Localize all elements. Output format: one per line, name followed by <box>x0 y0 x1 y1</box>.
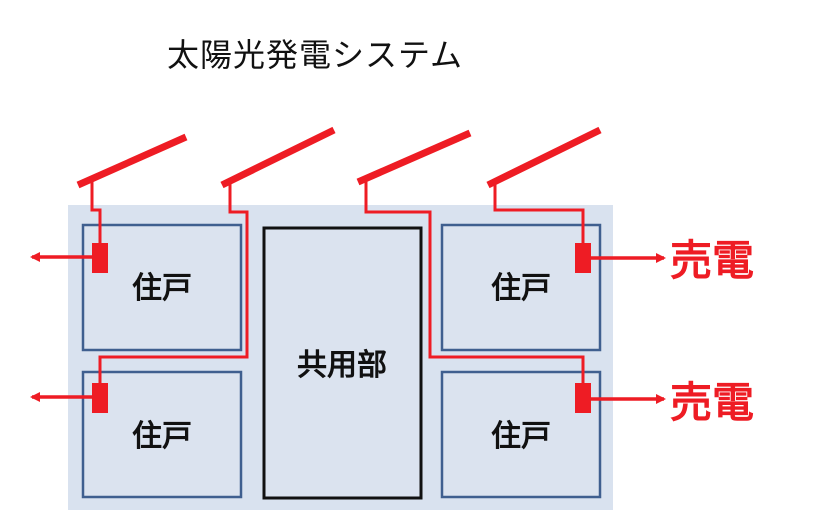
wiring <box>90 180 585 388</box>
meter-top-right <box>575 243 591 273</box>
unit-bottom-left <box>81 370 243 499</box>
wire-panel4-to-top-right <box>493 182 585 248</box>
common-area <box>262 226 423 500</box>
solar-panel-3 <box>356 129 472 186</box>
meter-bottom-right <box>575 383 591 413</box>
solar-panel-4 <box>486 126 602 189</box>
sell-label-upper: 売電 <box>670 236 754 285</box>
unit-top-right-label: 住戸 <box>491 271 551 306</box>
wire-panel3-to-bottom-right <box>364 180 585 388</box>
unit-bottom-right-label: 住戸 <box>491 419 551 454</box>
arrows <box>30 252 666 404</box>
unit-bottom-left-label: 住戸 <box>132 419 192 454</box>
wire-panel1-to-top-left <box>90 182 102 248</box>
wire-panel2-to-bottom-left <box>98 182 249 388</box>
common-area-label: 共用部 <box>297 348 387 383</box>
diagram-title: 太陽光発電システム <box>166 36 464 74</box>
unit-top-right <box>440 223 602 352</box>
unit-top-left <box>81 223 243 352</box>
solar-panel-1 <box>76 133 188 189</box>
unit-top-left-label: 住戸 <box>132 271 192 306</box>
sell-label-lower: 売電 <box>670 378 754 427</box>
unit-bottom-right <box>440 370 602 499</box>
solar-panels <box>76 126 602 189</box>
meter-bottom-left <box>92 383 108 413</box>
solar-panel-2 <box>220 126 336 189</box>
meter-top-left <box>92 243 108 273</box>
